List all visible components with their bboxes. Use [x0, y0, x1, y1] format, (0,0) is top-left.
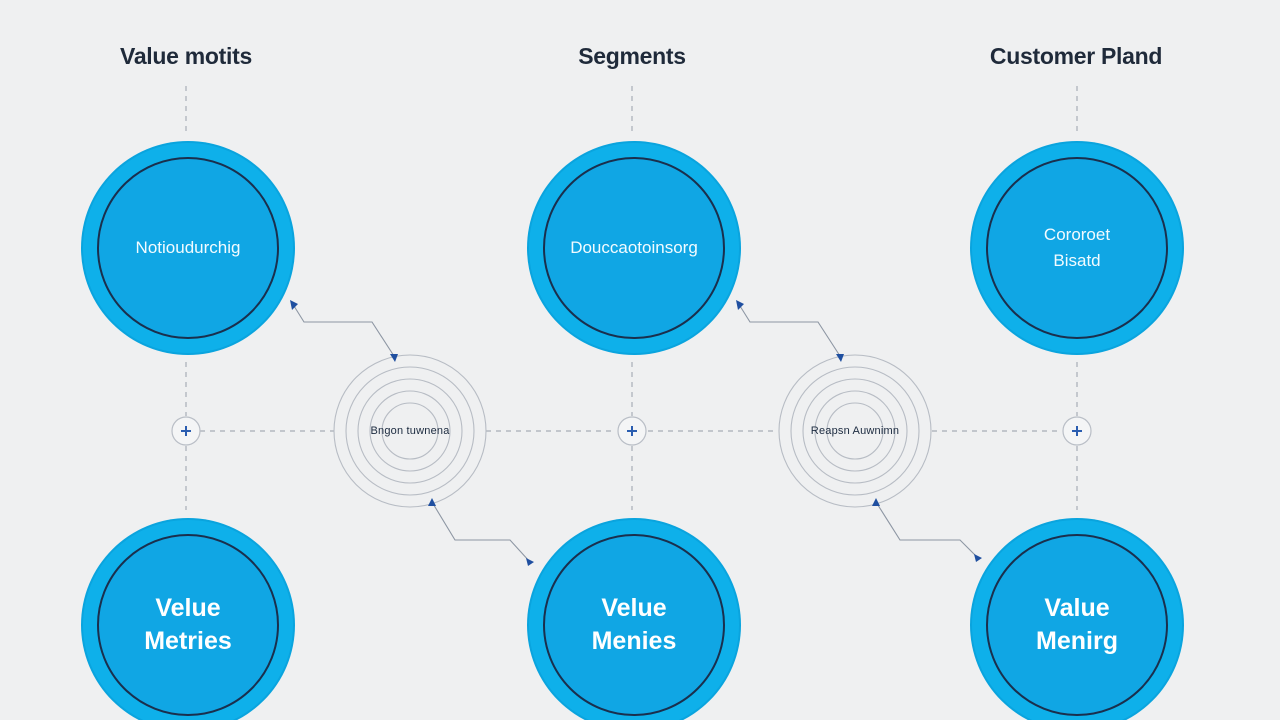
node-top-left[interactable]: Notioudurchig	[83, 143, 293, 353]
node-bottom-left[interactable]: Velue Metries	[83, 520, 293, 720]
node-ring	[97, 534, 279, 716]
node-label: Cororoet Bisatd	[972, 143, 1182, 353]
node-bottom-right[interactable]: Value Menirg	[972, 520, 1182, 720]
hub-right	[778, 354, 932, 508]
arrow-top-left-to-hub-left	[293, 305, 395, 357]
arrowhead-icon	[872, 498, 880, 506]
node-top-center[interactable]: Douccaotoinsorg	[529, 143, 739, 353]
hub-left-label: Bngon tuwnena	[370, 425, 450, 437]
node-label-line-2: Menirg	[1036, 627, 1118, 655]
arrow-top-center-to-hub-right	[739, 305, 841, 357]
title-center: Segments	[578, 43, 686, 69]
node-label-line-1: Douccaotoinsorg	[570, 238, 698, 257]
node-label-line-1: Velue	[155, 594, 221, 622]
node-bottom-center[interactable]: Velue Menies	[529, 520, 739, 720]
arrow-hub-right-to-bottom-right	[875, 501, 979, 559]
node-label-line-1: Velue	[601, 594, 667, 622]
arrowhead-icon	[428, 498, 436, 506]
node-label: Notioudurchig	[83, 143, 293, 353]
node-label-line-2: Menies	[591, 627, 677, 655]
arrowhead-icon	[290, 300, 298, 310]
node-label-line-2: Metries	[144, 627, 232, 655]
node-label-line-1: Value	[1044, 594, 1110, 622]
plus-icon	[627, 426, 637, 436]
junction-left	[171, 416, 201, 446]
title-left: Value motits	[120, 43, 252, 69]
arrowhead-icon	[390, 354, 398, 362]
node-top-right[interactable]: Cororoet Bisatd	[972, 143, 1182, 353]
node-label: Velue Metries	[83, 520, 293, 720]
junction-right	[1062, 416, 1092, 446]
node-label: Value Menirg	[972, 520, 1182, 720]
node-label-line-1: Cororoet	[1043, 225, 1111, 244]
arrowhead-icon	[736, 300, 744, 310]
title-right: Customer Pland	[989, 43, 1163, 69]
node-label-line-1: Notioudurchig	[135, 238, 241, 257]
arrow-hub-left-to-bottom-center	[431, 501, 531, 563]
node-ring	[97, 157, 279, 339]
node-label: Velue Menies	[529, 520, 739, 720]
plus-icon	[181, 426, 191, 436]
junction-center	[617, 416, 647, 446]
node-ring	[543, 157, 725, 339]
plus-icon	[1072, 426, 1082, 436]
arrowhead-icon	[974, 554, 982, 562]
node-ring	[986, 157, 1168, 339]
hub-left	[333, 354, 487, 508]
node-ring	[986, 534, 1168, 716]
arrowhead-icon	[836, 354, 844, 362]
arrowhead-icon	[526, 558, 534, 566]
node-ring	[543, 534, 725, 716]
node-label-line-2: Bisatd	[1053, 251, 1101, 270]
hub-right-label: Reapsn Auwnimn	[810, 425, 900, 437]
node-label: Douccaotoinsorg	[529, 143, 739, 353]
